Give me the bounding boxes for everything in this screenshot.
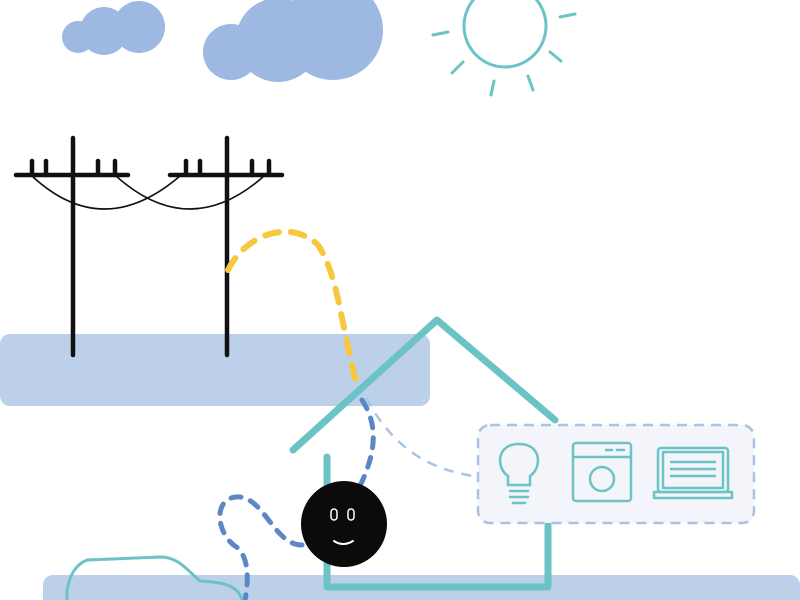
cloud-icon [62,1,165,55]
utility-pole-icon [13,135,131,358]
hub-smile [333,540,354,545]
grid-power-path [225,228,361,393]
ground-strip-upper [0,334,430,406]
appliance-panel [476,423,756,525]
hub-eye-right [347,508,355,521]
utility-pole-icon [167,135,285,358]
sun-icon [431,0,577,97]
washing-machine-icon [571,441,633,503]
device-power-path [217,397,376,600]
electric-car-icon [65,555,244,600]
laptop-icon [652,446,734,500]
cloud-icon [203,0,383,82]
hub-eye-left [330,508,338,521]
smiling-power-hub-icon [301,481,387,567]
lightbulb-icon [498,442,540,505]
power-lines [31,175,265,210]
appliance-link-path [364,397,481,479]
